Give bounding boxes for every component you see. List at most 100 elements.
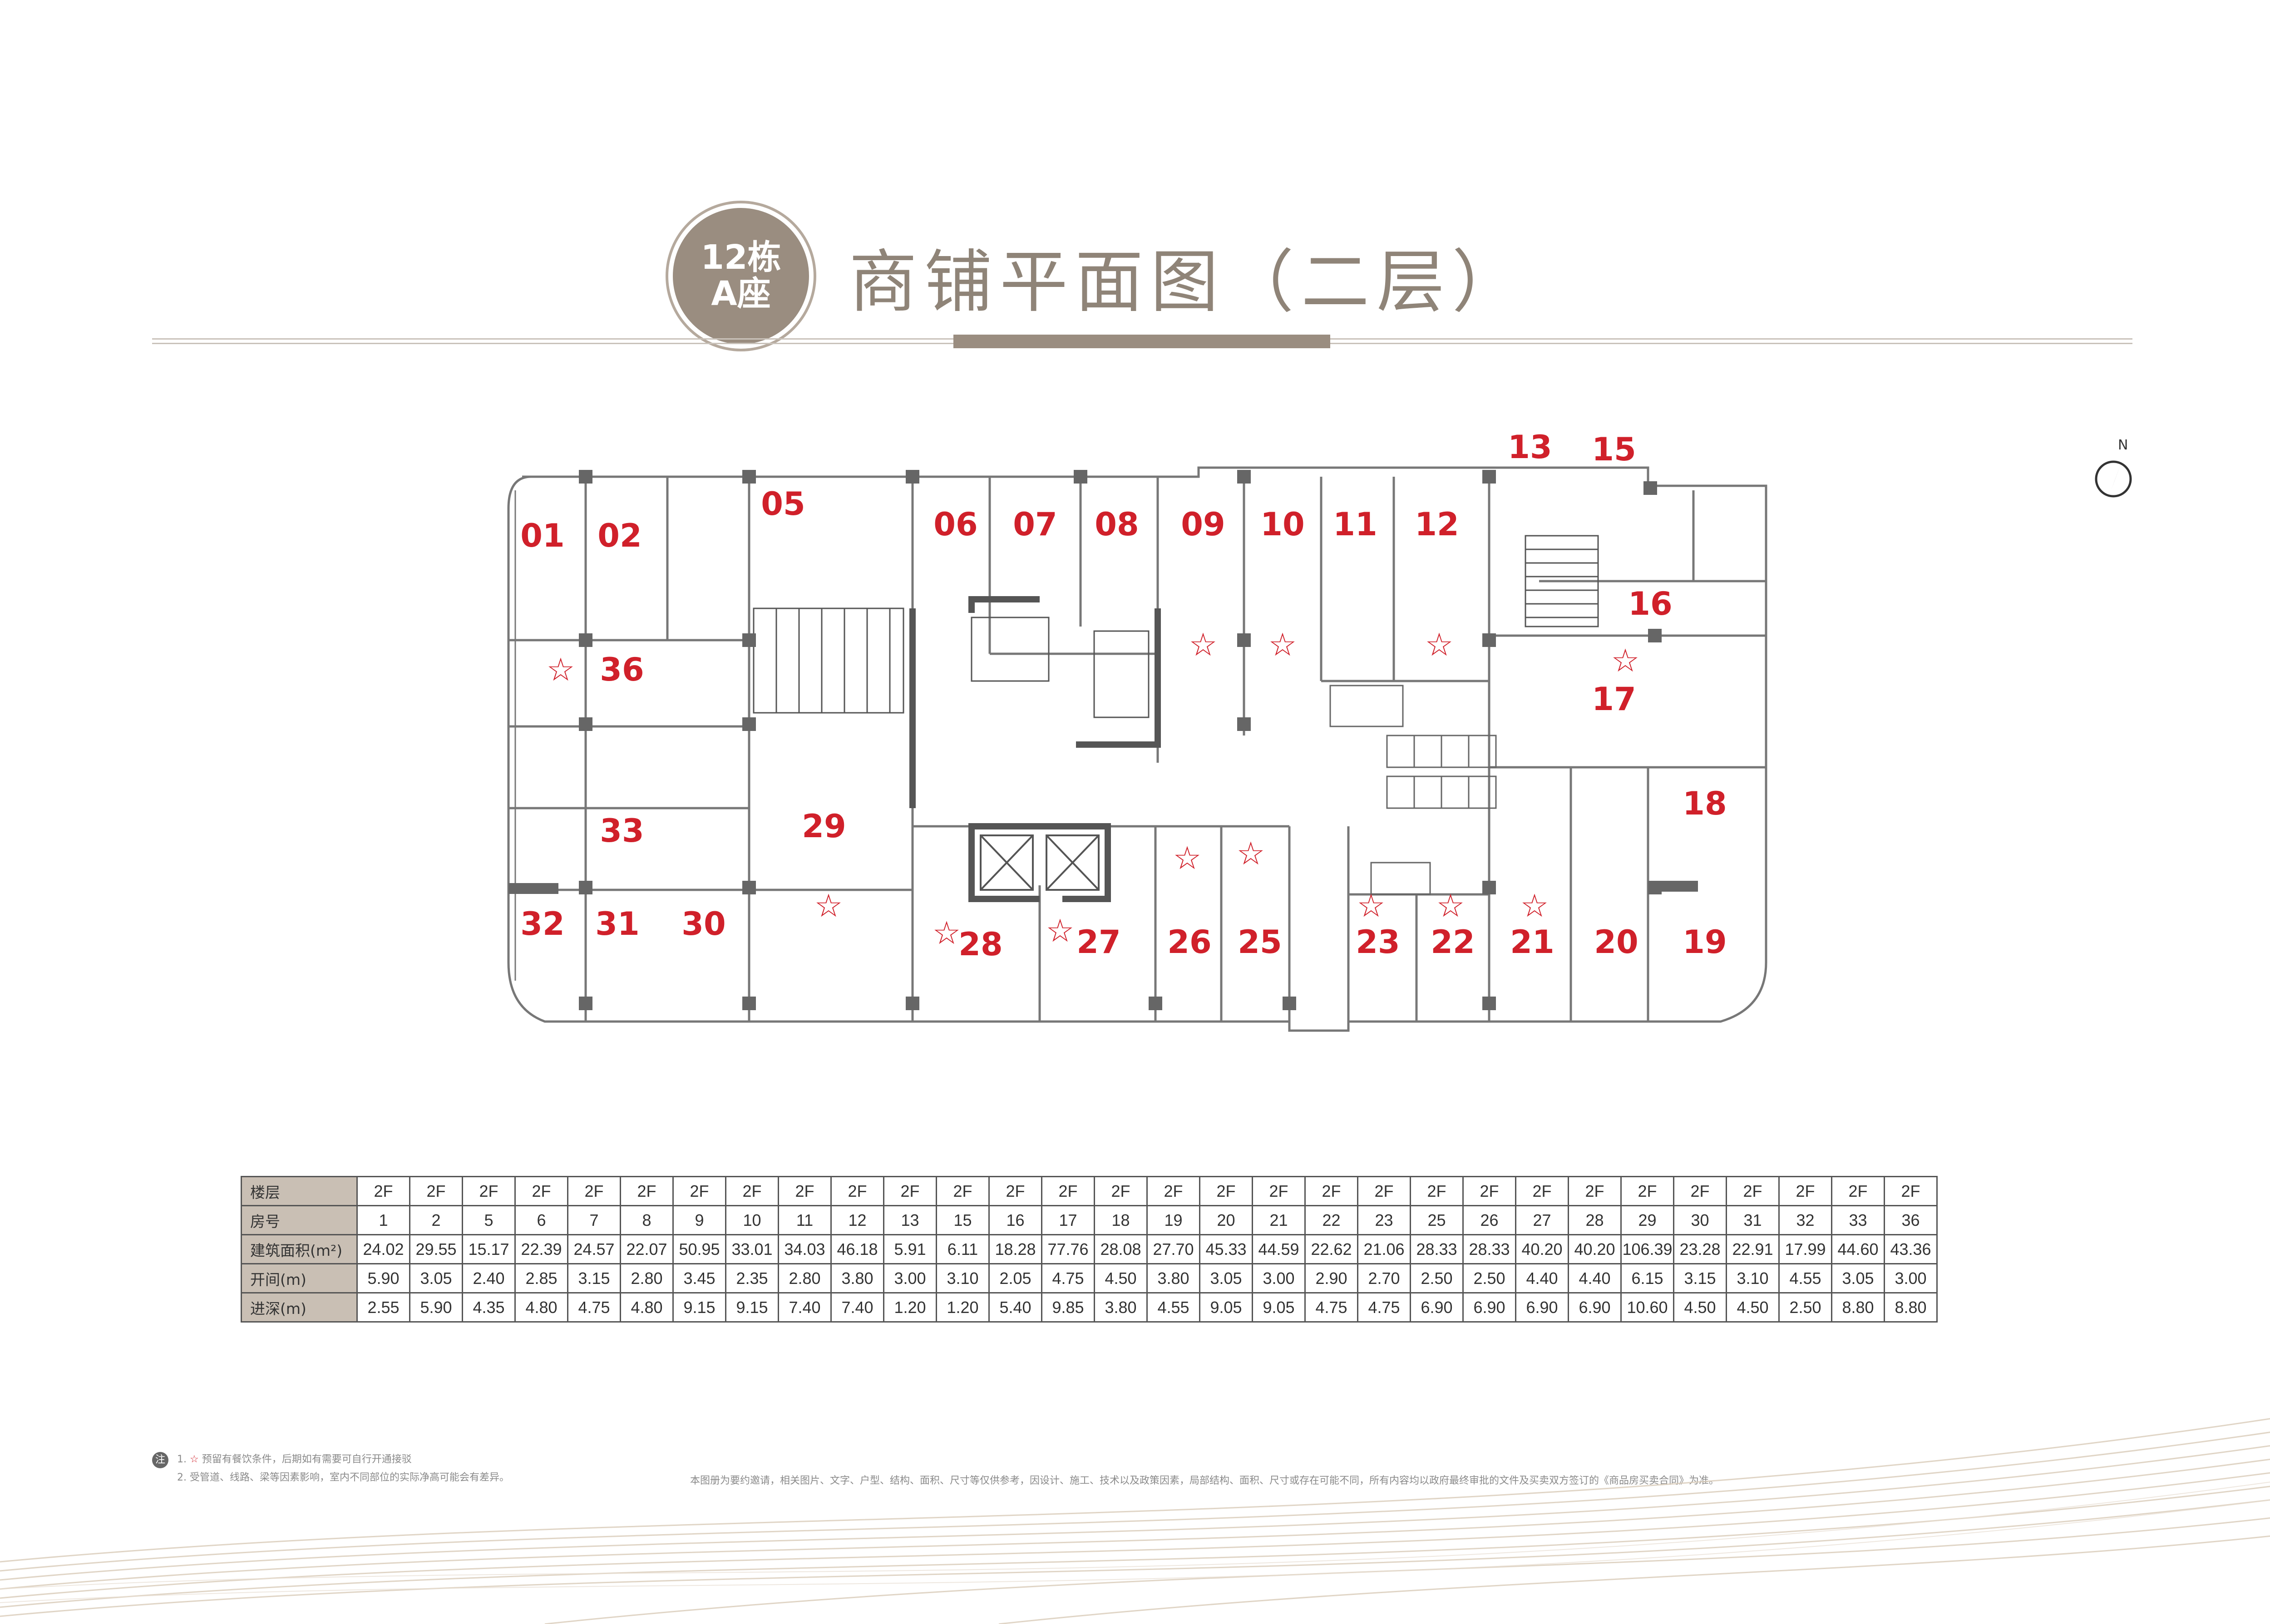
table-cell: 3.10 [936, 1263, 990, 1293]
table-cell: 2F [725, 1176, 779, 1206]
table-cell: 21 [1252, 1205, 1306, 1235]
table-cell: 15 [936, 1205, 990, 1235]
unit-label-06: 06 [933, 506, 978, 543]
table-cell: 28.08 [1094, 1234, 1148, 1264]
table-cell: 29 [1620, 1205, 1674, 1235]
unit-label-11: 11 [1333, 506, 1377, 543]
table-cell: 6.11 [936, 1234, 990, 1264]
table-cell: 6.90 [1515, 1292, 1569, 1323]
table-cell: 2.50 [1410, 1263, 1464, 1293]
table-cell: 2F [1673, 1176, 1727, 1206]
table-cell: 2 [409, 1205, 463, 1235]
unit-label-30: 30 [681, 905, 726, 943]
table-cell: 12 [830, 1205, 884, 1235]
table-cell: 32 [1778, 1205, 1832, 1235]
table-cell: 2F [778, 1176, 832, 1206]
table-cell: 2.90 [1304, 1263, 1358, 1293]
table-cell: 9 [672, 1205, 726, 1235]
table-cell: 1 [356, 1205, 410, 1235]
table-cell: 46.18 [830, 1234, 884, 1264]
unit-label-25: 25 [1238, 923, 1282, 961]
header-accent-bar [953, 335, 1330, 348]
table-cell: 6.90 [1410, 1292, 1464, 1323]
table-cell: 2.05 [988, 1263, 1042, 1293]
table-cell: 22.62 [1304, 1234, 1358, 1264]
unit-label-10: 10 [1260, 506, 1305, 543]
unit-label-17: 17 [1592, 681, 1636, 718]
table-cell: 6.90 [1462, 1292, 1516, 1323]
table-cell: 4.80 [620, 1292, 674, 1323]
table-cell: 3.80 [1146, 1263, 1200, 1293]
table-cell: 5.40 [988, 1292, 1042, 1323]
table-cell: 17 [1041, 1205, 1095, 1235]
note-line-1: 1. ☆ 预留有餐饮条件，后期如有需要可自行开通接驳 [177, 1451, 509, 1469]
table-cell: 2F [1094, 1176, 1148, 1206]
table-cell: 1.20 [883, 1292, 937, 1323]
table-cell: 4.40 [1568, 1263, 1622, 1293]
compass-icon: N [2095, 437, 2132, 498]
table-cell: 2.35 [725, 1263, 779, 1293]
table-cell: 2F [620, 1176, 674, 1206]
table-cell: 2F [1252, 1176, 1306, 1206]
table-cell: 22.39 [514, 1234, 568, 1264]
row-header: 房号 [241, 1205, 358, 1235]
table-cell: 6 [514, 1205, 568, 1235]
unit-label-02: 02 [597, 517, 642, 554]
table-cell: 2F [1410, 1176, 1464, 1206]
unit-label-13: 13 [1508, 429, 1552, 466]
table-cell: 28.33 [1462, 1234, 1516, 1264]
unit-label-07: 07 [1013, 506, 1057, 543]
table-cell: 24.57 [567, 1234, 621, 1264]
star-icon: ☆ [1046, 912, 1075, 949]
table-cell: 6.90 [1568, 1292, 1622, 1323]
table-cell: 33 [1831, 1205, 1885, 1235]
table-cell: 2F [988, 1176, 1042, 1206]
star-icon: ☆ [1425, 626, 1454, 663]
table-cell: 29.55 [409, 1234, 463, 1264]
table-cell: 28 [1568, 1205, 1622, 1235]
table-cell: 2.80 [620, 1263, 674, 1293]
table-cell: 5.91 [883, 1234, 937, 1264]
star-icon: ☆ [1268, 626, 1297, 663]
table-cell: 8.80 [1831, 1292, 1885, 1323]
star-icon: ☆ [1173, 839, 1202, 877]
table-cell: 43.36 [1884, 1234, 1938, 1264]
floor-plan-drawing [507, 466, 1767, 1032]
table-cell: 3.05 [1831, 1263, 1885, 1293]
badge-block: A座 [711, 274, 771, 313]
table-cell: 2.55 [356, 1292, 410, 1323]
table-cell: 18.28 [988, 1234, 1042, 1264]
note-line-1-text: 预留有餐饮条件，后期如有需要可自行开通接驳 [202, 1454, 412, 1465]
star-icon: ☆ [1357, 887, 1386, 924]
unit-label-28: 28 [958, 926, 1003, 963]
table-cell: 5.90 [356, 1263, 410, 1293]
table-cell: 3.00 [1252, 1263, 1306, 1293]
table-cell: 4.75 [1357, 1292, 1411, 1323]
table-cell: 2F [883, 1176, 937, 1206]
table-cell: 5.90 [409, 1292, 463, 1323]
building-badge: 12栋 A座 [668, 203, 814, 349]
north-compass: N [2093, 436, 2134, 504]
star-icon: ☆ [814, 887, 843, 924]
table-cell: 7 [567, 1205, 621, 1235]
table-cell: 4.75 [1041, 1263, 1095, 1293]
table-cell: 6.15 [1620, 1263, 1674, 1293]
row-header: 建筑面积(m²) [241, 1234, 358, 1264]
decorative-waves [0, 1418, 2270, 1624]
table-cell: 36 [1884, 1205, 1938, 1235]
table-cell: 9.15 [725, 1292, 779, 1323]
table-cell: 21.06 [1357, 1234, 1411, 1264]
row-header: 开间(m) [241, 1263, 358, 1293]
table-cell: 3.80 [830, 1263, 884, 1293]
table-cell: 2.50 [1778, 1292, 1832, 1323]
unit-label-05: 05 [761, 485, 805, 523]
table-cell: 2F [1778, 1176, 1832, 1206]
table-cell: 2F [1199, 1176, 1253, 1206]
unit-label-21: 21 [1510, 923, 1554, 961]
table-cell: 9.05 [1199, 1292, 1253, 1323]
table-cell: 2.50 [1462, 1263, 1516, 1293]
